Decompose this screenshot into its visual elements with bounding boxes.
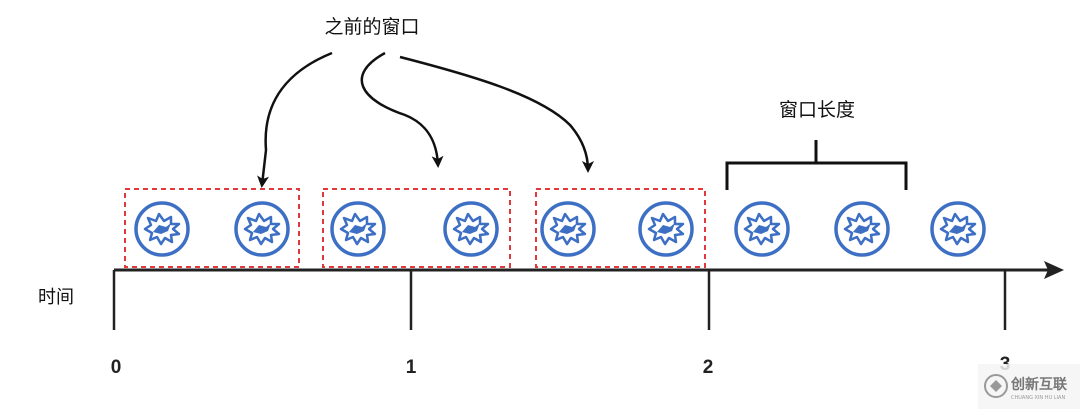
event-icon	[930, 201, 986, 257]
event-icon	[540, 201, 596, 257]
watermark-name: 创新互联	[1010, 376, 1068, 393]
watermark-logo-icon	[984, 374, 1008, 398]
arrow-to-window-2	[360, 51, 444, 168]
event-icon	[134, 201, 190, 257]
arrow-to-window-1	[257, 51, 333, 188]
event-icon	[234, 201, 290, 257]
event-icon	[638, 201, 694, 257]
window-length-bracket	[725, 140, 908, 190]
event-icon	[330, 201, 386, 257]
previous-window-box-2	[322, 188, 511, 268]
watermark-sub: CHUANG XIN HU LIAN	[1011, 395, 1065, 401]
event-icon	[734, 201, 790, 257]
tick-label-0: 0	[111, 357, 122, 378]
tick-label-2: 2	[703, 357, 714, 378]
watermark: 创新互联 CHUANG XIN HU LIAN	[978, 364, 1080, 409]
tick-label-1: 1	[406, 357, 417, 378]
previous-window-box-3	[535, 188, 706, 268]
event-icon	[834, 201, 890, 257]
previous-windows-label: 之前的窗口	[324, 16, 419, 38]
event-icon	[443, 201, 499, 257]
time-axis-arrowhead	[1044, 261, 1064, 279]
window-length-label: 窗口长度	[779, 99, 855, 121]
arrow-to-window-3	[399, 55, 594, 173]
time-axis-label: 时间	[38, 287, 74, 308]
